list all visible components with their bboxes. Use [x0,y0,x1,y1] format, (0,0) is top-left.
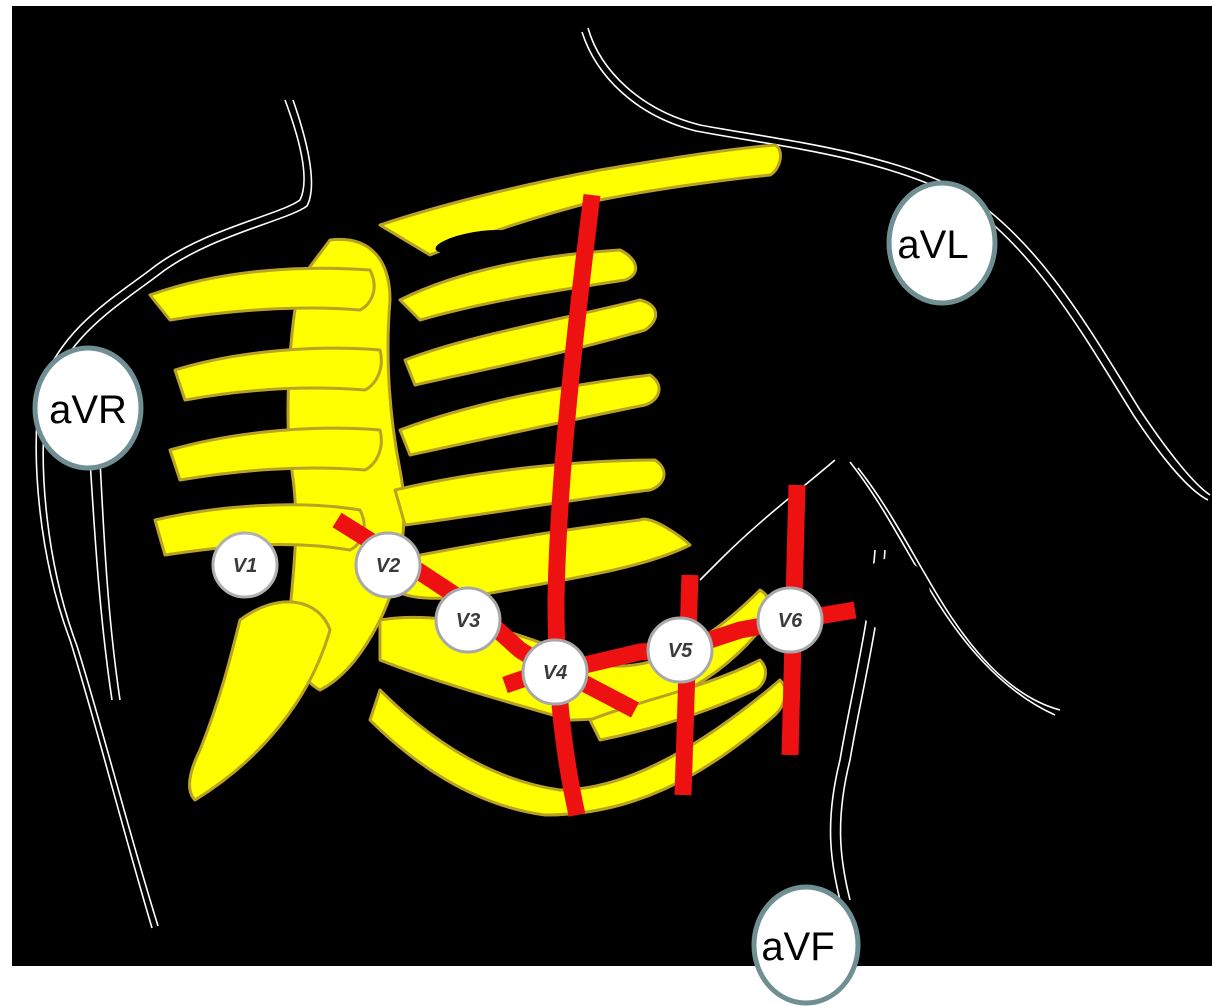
electrode-avl: aVL [889,183,995,303]
electrode-v2-label: V2 [376,555,400,577]
electrode-v2: V2 [356,533,420,597]
electrode-v5: V5 [648,618,712,682]
electrode-v6: V6 [758,588,822,652]
electrode-v4-label: V4 [543,662,567,684]
electrode-avr-label: aVR [49,388,127,432]
electrode-avl-label: aVL [897,223,968,267]
electrode-v4: V4 [523,640,587,704]
left-side-marker [161,588,235,662]
electrode-avf: aVF [754,887,858,1003]
electrode-v5-label: V5 [668,640,693,662]
electrode-v3: V3 [436,588,500,652]
anterior-axillary-line [683,575,690,795]
electrode-avr: aVR [35,348,141,468]
electrode-v6-label: V6 [778,610,803,632]
electrode-v1-label: V1 [233,555,257,577]
electrode-avf-label: aVF [761,925,834,969]
electrode-v1: V1 [213,533,277,597]
electrode-v3-label: V3 [456,610,480,632]
right-side-marker [856,558,930,632]
